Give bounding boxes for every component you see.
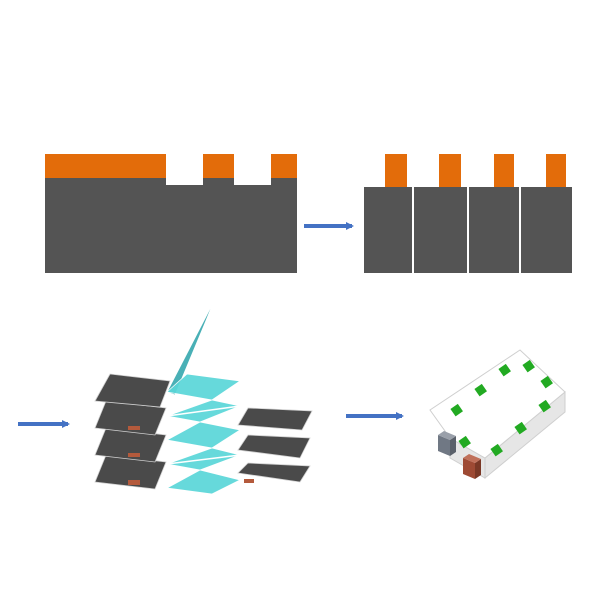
z-fold-stack [94,300,313,495]
terminal-side [475,459,481,479]
copper-tab [128,453,140,457]
packaged-cell [429,349,566,480]
seal-mark [450,403,463,417]
separator-fold [165,421,242,449]
terminal-face [463,458,475,479]
electrode-pad [385,154,407,187]
copper-tab [244,479,254,483]
electrode-pad [546,154,566,187]
electrode-sheet [94,427,167,463]
diced-block [364,187,412,273]
electrode-coating [45,154,166,178]
terminal-top [463,454,481,463]
terminal-face [438,435,450,456]
electrode-sheet [94,400,167,436]
electrode-pad [271,154,297,178]
red-terminal [463,454,481,479]
diced-electrodes [364,154,572,273]
diced-block [469,187,519,273]
electrode-pad [439,154,461,187]
gray-terminal [438,431,456,456]
electrode-sheet [94,373,171,408]
substrate-recess [234,168,271,185]
electrode-sheet [237,462,311,483]
seal-mark [538,399,551,413]
substrate-block [45,178,297,273]
seal-mark [498,363,511,377]
electrode-sheet [94,454,167,490]
electrode-pad [203,154,234,178]
copper-tab [128,480,140,485]
seal-mark [540,375,553,389]
left-electrode-stack [94,373,171,490]
diced-block [521,187,572,273]
substrate-recess [166,168,203,185]
separator-zfold [165,300,242,495]
separator-flap [166,300,215,396]
terminal-side [450,436,456,456]
cell-top-face [429,349,566,459]
diced-block [414,187,467,273]
separator-fold [166,373,242,401]
electrode-sheet [237,407,313,431]
seal-marks [450,359,553,457]
fold-crease [166,405,241,417]
terminal-top [438,431,456,440]
fold-crease [166,454,241,465]
seal-mark [514,421,527,435]
right-electrode-stack [237,407,313,483]
seal-mark [522,359,535,373]
separator-fold [165,469,242,495]
electrode-pad [494,154,514,187]
coated-substrate [45,154,297,273]
seal-mark [458,435,471,449]
copper-tab [128,426,140,430]
seal-mark [490,443,503,457]
seal-mark [474,383,487,397]
electrode-sheet [237,434,311,459]
